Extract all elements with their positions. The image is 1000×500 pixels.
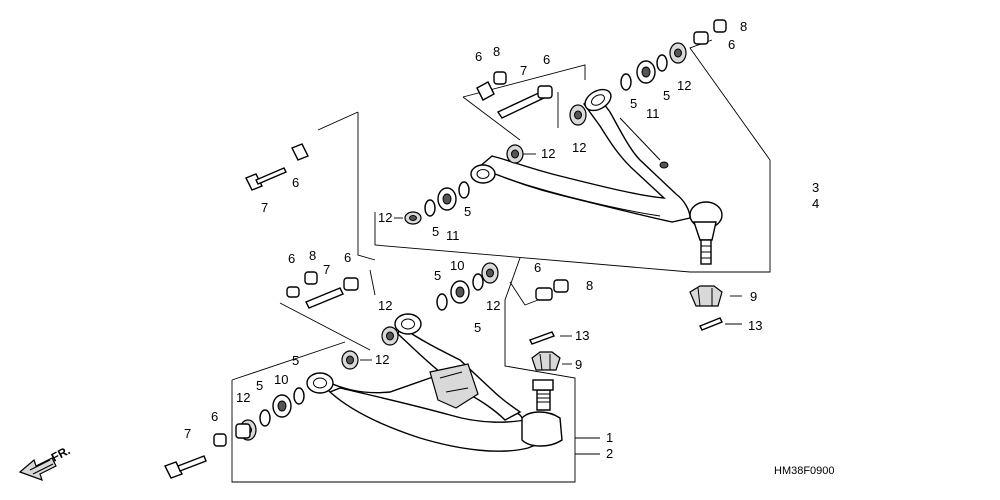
callout-7: 7 [520, 63, 527, 78]
lower-labels: 6 8 7 6 12 12 5 10 12 5 6 8 9 13 13 9 5 … [184, 248, 762, 461]
callout-13: 13 [575, 328, 589, 343]
callout-3: 3 [812, 180, 819, 195]
upper-arm-group-bracket [317, 39, 771, 273]
callout-12: 12 [572, 140, 586, 155]
callout-9: 9 [575, 357, 582, 372]
callout-8: 8 [493, 44, 500, 59]
callout-5: 5 [474, 320, 481, 335]
upper-bolt-7-head [245, 173, 263, 191]
lower-arm [306, 313, 563, 452]
lower-arm-group-bracket [231, 257, 600, 483]
lower-leaders [360, 295, 742, 455]
lower-nut-8-b [553, 279, 569, 293]
castle-nuts-and-pins [529, 285, 723, 371]
upper-washer-5-c [620, 73, 632, 91]
upper-washer-5-b [458, 181, 470, 199]
callout-2: 2 [606, 446, 613, 461]
lower-bolt-7-shank [177, 455, 207, 472]
upper-collar-6-b [537, 85, 553, 99]
lower-collar-6-left [213, 433, 227, 447]
lower-collar-6-c [535, 287, 553, 301]
callout-6: 6 [344, 250, 351, 265]
callout-10: 10 [450, 258, 464, 273]
callout-6: 6 [292, 175, 299, 190]
castle-nut-9-upper [689, 285, 723, 307]
lower-collar-6-b [343, 277, 359, 291]
upper-arm-hardware [245, 19, 727, 225]
callout-5: 5 [434, 268, 441, 283]
lower-arm-gusset [429, 363, 479, 409]
callout-6: 6 [288, 251, 295, 266]
upper-bolt-7-shank [255, 167, 287, 185]
diagram-code: HM38F0900 [774, 465, 835, 477]
callout-12: 12 [378, 210, 392, 225]
callout-5: 5 [630, 96, 637, 111]
lower-collar-6-a [286, 286, 300, 298]
callout-5: 5 [663, 88, 670, 103]
upper-washer-5-a [424, 199, 436, 217]
lower-bolt-7-a [305, 287, 344, 309]
callout-12: 12 [378, 298, 392, 313]
upper-arm [470, 88, 723, 265]
upper-washer-5-d [656, 54, 668, 72]
lower-washer-5-c [436, 293, 448, 311]
callout-7: 7 [261, 200, 268, 215]
callout-6: 6 [543, 52, 550, 67]
callout-12: 12 [236, 390, 250, 405]
callout-12: 12 [677, 78, 691, 93]
callout-12: 12 [541, 146, 555, 161]
lower-washer-5-d [472, 273, 484, 291]
callout-12: 12 [486, 298, 500, 313]
upper-nut-8-b [713, 19, 727, 33]
callout-6: 6 [728, 37, 735, 52]
cotter-pin-13-lower [529, 331, 555, 345]
callout-12: 12 [375, 352, 389, 367]
callout-6: 6 [475, 49, 482, 64]
upper-labels: 6 8 7 6 12 12 5 11 5 12 8 6 7 6 12 5 11 … [261, 19, 819, 243]
upper-leaders [394, 153, 536, 219]
upper-collar-6-a [476, 81, 495, 101]
callout-5: 5 [292, 353, 299, 368]
callout-13: 13 [748, 318, 762, 333]
callout-11: 11 [446, 228, 460, 243]
callout-8: 8 [309, 248, 316, 263]
upper-collar-6-left [291, 143, 309, 161]
callout-9: 9 [750, 289, 757, 304]
lower-collar-6-inner [235, 423, 251, 439]
callout-5: 5 [256, 378, 263, 393]
callout-10: 10 [274, 372, 288, 387]
callout-7: 7 [184, 426, 191, 441]
front-direction-arrow-icon: FR. [18, 443, 72, 481]
callout-6: 6 [211, 409, 218, 424]
callout-7: 7 [323, 262, 330, 277]
callout-8: 8 [740, 19, 747, 34]
lower-washer-5-a [259, 409, 271, 427]
callout-4: 4 [812, 196, 819, 211]
upper-nut-8-a [493, 71, 507, 85]
lower-washer-5-b [293, 387, 305, 405]
callout-6: 6 [534, 260, 541, 275]
callout-11: 11 [646, 106, 660, 121]
callout-5: 5 [464, 204, 471, 219]
lower-arm-hardware [164, 262, 569, 479]
lower-nut-8-a [304, 271, 318, 285]
cotter-pin-13-upper [699, 317, 723, 331]
callout-1: 1 [606, 430, 613, 445]
upper-collar-6-c [693, 31, 709, 45]
castle-nut-9-lower [531, 351, 561, 371]
callout-5: 5 [432, 224, 439, 239]
callout-8: 8 [586, 278, 593, 293]
